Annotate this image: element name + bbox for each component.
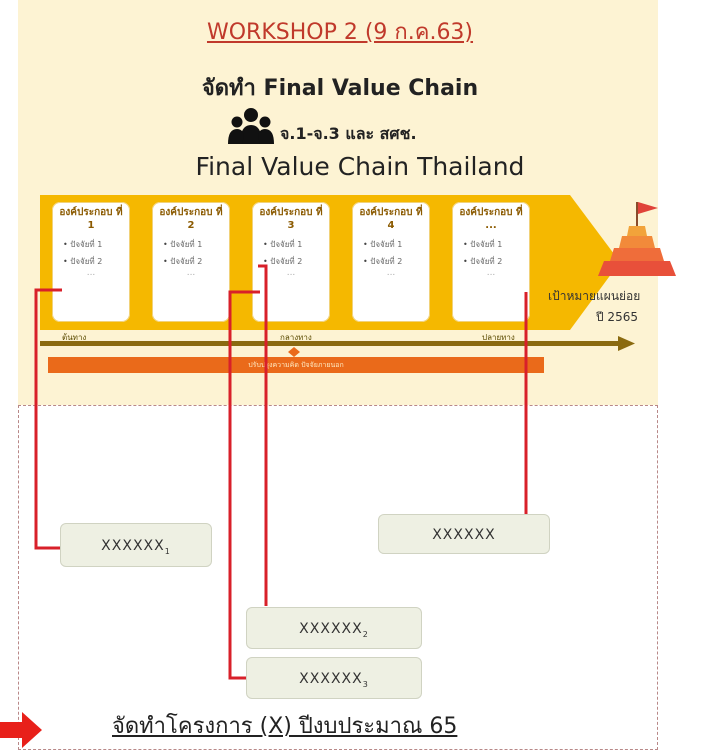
project-box-2: XXXXXX <box>378 514 550 554</box>
project-box-label: XXXXXX <box>432 527 496 543</box>
card-title: องค์ประกอบ ที่ 1 <box>59 207 123 231</box>
card-ellipsis: ... <box>386 268 396 278</box>
project-box-1: XXXXXX1 <box>60 523 212 567</box>
component-card-4: องค์ประกอบ ที่ 4 ปัจจัยที่ 1 ปัจจัยที่ 2… <box>352 202 430 322</box>
timeline-end-label: ปลายทาง <box>482 333 515 342</box>
project-box-subscript: 2 <box>362 629 369 639</box>
project-box-4: XXXXXX3 <box>246 657 422 699</box>
card-factor: ปัจจัยที่ 2 <box>57 255 125 268</box>
goal-year: ปี 2565 <box>596 310 638 324</box>
timeline-start-label: ต้นทาง <box>62 333 87 342</box>
project-box-label: XXXXXX <box>299 621 363 637</box>
red-pointer-arrow-icon <box>0 712 42 748</box>
card-factor: ปัจจัยที่ 1 <box>457 238 525 251</box>
card-factor: ปัจจัยที่ 1 <box>257 238 325 251</box>
project-area-dashed-frame <box>18 405 658 750</box>
card-title: องค์ประกอบ ที่ 2 <box>159 207 223 231</box>
card-ellipsis: ... <box>186 268 196 278</box>
people-group-icon <box>228 108 274 144</box>
component-card-5: องค์ประกอบ ที่ ... ปัจจัยที่ 1 ปัจจัยที่… <box>452 202 530 322</box>
card-ellipsis: ... <box>86 268 96 278</box>
double-arrow-icon <box>288 347 300 357</box>
goal-label: เป้าหมายแผนย่อย <box>548 289 641 303</box>
timeline-arrow <box>40 336 635 351</box>
project-box-3: XXXXXX2 <box>246 607 422 649</box>
goal-pagoda-icon <box>598 202 676 276</box>
external-factors-bar: ปรับปรุงความคิด ปัจจัยภายนอก <box>48 357 544 373</box>
card-factor: ปัจจัยที่ 2 <box>357 255 425 268</box>
card-factor: ปัจจัยที่ 1 <box>157 238 225 251</box>
chain-title: Final Value Chain Thailand <box>195 152 525 181</box>
card-ellipsis: ... <box>286 268 296 278</box>
subtitle: จัดทำ Final Value Chain <box>201 76 479 101</box>
component-card-1: องค์ประกอบ ที่ 1 ปัจจัยที่ 1 ปัจจัยที่ 2… <box>52 202 130 322</box>
card-factor: ปัจจัยที่ 1 <box>357 238 425 251</box>
project-box-subscript: 3 <box>362 679 369 689</box>
page-title: WORKSHOP 2 (9 ก.ค.63) <box>206 20 474 45</box>
timeline-middle-label: กลางทาง <box>280 333 312 342</box>
project-box-label: XXXXXX <box>101 538 165 554</box>
card-title: องค์ประกอบ ที่ 4 <box>359 207 423 231</box>
participants-label: จ.1-จ.3 และ สศช. <box>280 124 417 143</box>
card-ellipsis: ... <box>486 268 496 278</box>
card-title: องค์ประกอบ ที่ ... <box>459 207 523 231</box>
footer-project-text: จัดทำโครงการ (X) ปีงบประมาณ 65 <box>112 714 458 739</box>
project-box-label: XXXXXX <box>299 671 363 687</box>
card-factor: ปัจจัยที่ 1 <box>57 238 125 251</box>
card-factor: ปัจจัยที่ 2 <box>257 255 325 268</box>
card-factor: ปัจจัยที่ 2 <box>157 255 225 268</box>
project-box-subscript: 1 <box>164 546 171 556</box>
component-card-2: องค์ประกอบ ที่ 2 ปัจจัยที่ 1 ปัจจัยที่ 2… <box>152 202 230 322</box>
card-title: องค์ประกอบ ที่ 3 <box>259 207 323 231</box>
card-factor: ปัจจัยที่ 2 <box>457 255 525 268</box>
